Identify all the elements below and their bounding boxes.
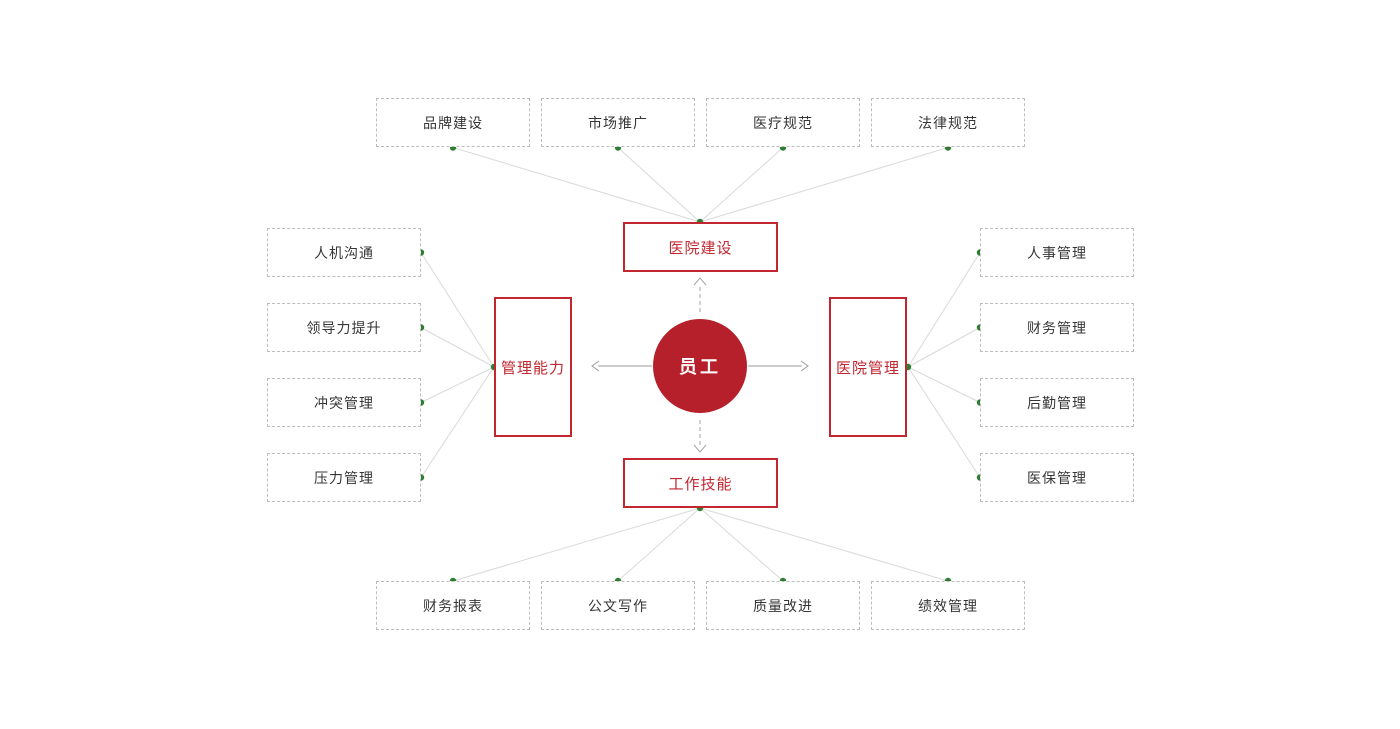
leaf-node-leadership-improvement: 领导力提升 [267, 303, 421, 352]
leaf-label: 质量改进 [753, 597, 813, 614]
leaf-node-logistics-management: 后勤管理 [980, 378, 1134, 427]
category-label: 管理能力 [500, 359, 565, 377]
category-node-hospital-construction: 医院建设 [623, 222, 778, 272]
leaf-label: 领导力提升 [306, 319, 382, 336]
category-label: 工作技能 [668, 475, 733, 493]
category-node-management-ability: 管理能力 [494, 297, 572, 437]
arrow-up-dashed [693, 277, 707, 312]
leaf-node-interpersonal-communication: 人机沟通 [267, 228, 421, 277]
top-branch-lines [452, 147, 949, 223]
leaf-label: 后勤管理 [1027, 394, 1087, 411]
leaf-label: 财务报表 [423, 597, 483, 614]
category-label: 医院管理 [835, 359, 900, 377]
category-node-work-skills: 工作技能 [623, 458, 778, 508]
leaf-label: 医保管理 [1027, 469, 1087, 486]
arrow-down-dashed [693, 420, 707, 453]
leaf-node-personnel-management: 人事管理 [980, 228, 1134, 277]
right-branch-lines [907, 252, 981, 478]
leaf-label: 冲突管理 [314, 394, 374, 411]
leaf-node-stress-management: 压力管理 [267, 453, 421, 502]
leaf-label: 压力管理 [314, 469, 374, 486]
leaf-node-conflict-management: 冲突管理 [267, 378, 421, 427]
center-node-employee: 员工 [653, 319, 747, 413]
leaf-node-medical-insurance-management: 医保管理 [980, 453, 1134, 502]
left-branch-lines [420, 252, 495, 478]
leaf-label: 公文写作 [588, 597, 648, 614]
leaf-node-quality-improvement: 质量改进 [706, 581, 860, 630]
leaf-node-market-promotion: 市场推广 [541, 98, 695, 147]
leaf-label: 市场推广 [588, 114, 648, 131]
category-node-hospital-management: 医院管理 [829, 297, 907, 437]
leaf-node-financial-management: 财务管理 [980, 303, 1134, 352]
leaf-label: 人机沟通 [314, 244, 374, 261]
arrow-right-solid [748, 360, 809, 372]
leaf-label: 法律规范 [918, 114, 978, 131]
category-label: 医院建设 [668, 239, 733, 257]
leaf-node-medical-standards: 医疗规范 [706, 98, 860, 147]
leaf-node-financial-statements: 财务报表 [376, 581, 530, 630]
leaf-node-brand-building: 品牌建设 [376, 98, 530, 147]
leaf-label: 财务管理 [1027, 319, 1087, 336]
leaf-label: 品牌建设 [423, 114, 483, 131]
center-node-label: 员工 [679, 357, 721, 377]
leaf-node-performance-management: 绩效管理 [871, 581, 1025, 630]
leaf-node-official-writing: 公文写作 [541, 581, 695, 630]
leaf-node-legal-standards: 法律规范 [871, 98, 1025, 147]
arrow-left-solid [591, 360, 652, 372]
leaf-label: 绩效管理 [918, 597, 978, 614]
leaf-label: 医疗规范 [753, 114, 813, 131]
bottom-branch-lines [452, 507, 949, 582]
leaf-label: 人事管理 [1027, 244, 1087, 261]
